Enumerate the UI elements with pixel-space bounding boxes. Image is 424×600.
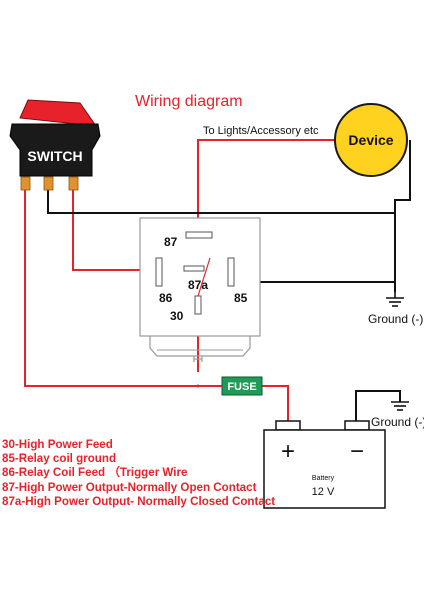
fuse-label: FUSE xyxy=(227,381,256,393)
relay-pin-87a-label: 87a xyxy=(188,278,208,292)
battery-body xyxy=(263,429,386,509)
battery-plus-sign: + xyxy=(281,438,295,465)
fuse-body xyxy=(221,376,263,396)
switch-bezel xyxy=(9,123,101,177)
battery-voltage: 12 V xyxy=(312,486,335,498)
ground-symbol-lower xyxy=(391,401,409,411)
wire-switch-ground xyxy=(47,190,396,292)
switch-terminal-right xyxy=(68,176,79,191)
relay: 87 87a 86 85 30 xyxy=(139,217,261,362)
wire-device-ground xyxy=(394,140,411,213)
relay-base xyxy=(149,336,251,357)
switch-terminal-left xyxy=(20,176,31,191)
battery-minus-sign: − xyxy=(350,438,364,465)
legend-item-86: 86-Relay Coil Feed （Trigger Wire xyxy=(2,466,188,480)
relay-pin-86-label: 86 xyxy=(159,291,173,305)
legend-item-85: 85-Relay coil ground xyxy=(2,452,117,466)
wire-battery-negative-ground xyxy=(355,390,401,428)
battery-positive-terminal xyxy=(275,420,301,431)
switch-terminal-middle xyxy=(43,176,54,191)
battery-negative-terminal xyxy=(344,420,370,431)
legend-item-30: 30-High Power Feed xyxy=(2,438,113,451)
wire-switch-to-pin-86 xyxy=(72,190,156,271)
device-label: Device xyxy=(348,132,393,148)
device-caption: To Lights/Accessory etc xyxy=(203,125,319,137)
legend-item-87a: 87a-High Power Output- Normally Closed C… xyxy=(2,494,276,508)
relay-pin-86-tab xyxy=(155,257,163,287)
battery-name: Battery xyxy=(312,475,335,482)
ground-symbol-upper xyxy=(386,292,404,307)
pin-legend: 30-High Power Feed 85-Relay coil ground … xyxy=(2,438,275,509)
wires xyxy=(24,139,411,428)
ground-label-upper: Ground (-) xyxy=(368,312,423,326)
junction-dot xyxy=(196,384,200,388)
relay-pin-85-label: 85 xyxy=(234,291,248,305)
fuse: FUSE xyxy=(221,376,263,396)
relay-pin-30-label: 30 xyxy=(170,309,184,323)
wire-device-to-pin-87 xyxy=(197,139,338,232)
wire-switch-to-fuse xyxy=(24,190,222,387)
legend-item-87: 87-High Power Output-Normally Open Conta… xyxy=(2,480,257,494)
relay-pin-87-label: 87 xyxy=(164,235,178,249)
diagram-title: Wiring diagram xyxy=(135,93,243,110)
device-circle xyxy=(334,103,408,177)
switch-label: SWITCH xyxy=(27,148,82,164)
ground-label-lower: Ground (-) xyxy=(371,415,424,429)
relay-pin-30-tab xyxy=(194,295,202,315)
rocker-switch: SWITCH xyxy=(9,99,101,191)
wire-fuse-to-battery-positive xyxy=(262,385,289,428)
relay-pin-87-tab xyxy=(185,231,213,239)
relay-pin-85-tab xyxy=(227,257,235,287)
switch-rocker xyxy=(19,99,98,127)
battery: + − Battery 12 V xyxy=(263,420,386,509)
relay-pin-87a-tab xyxy=(183,265,205,272)
